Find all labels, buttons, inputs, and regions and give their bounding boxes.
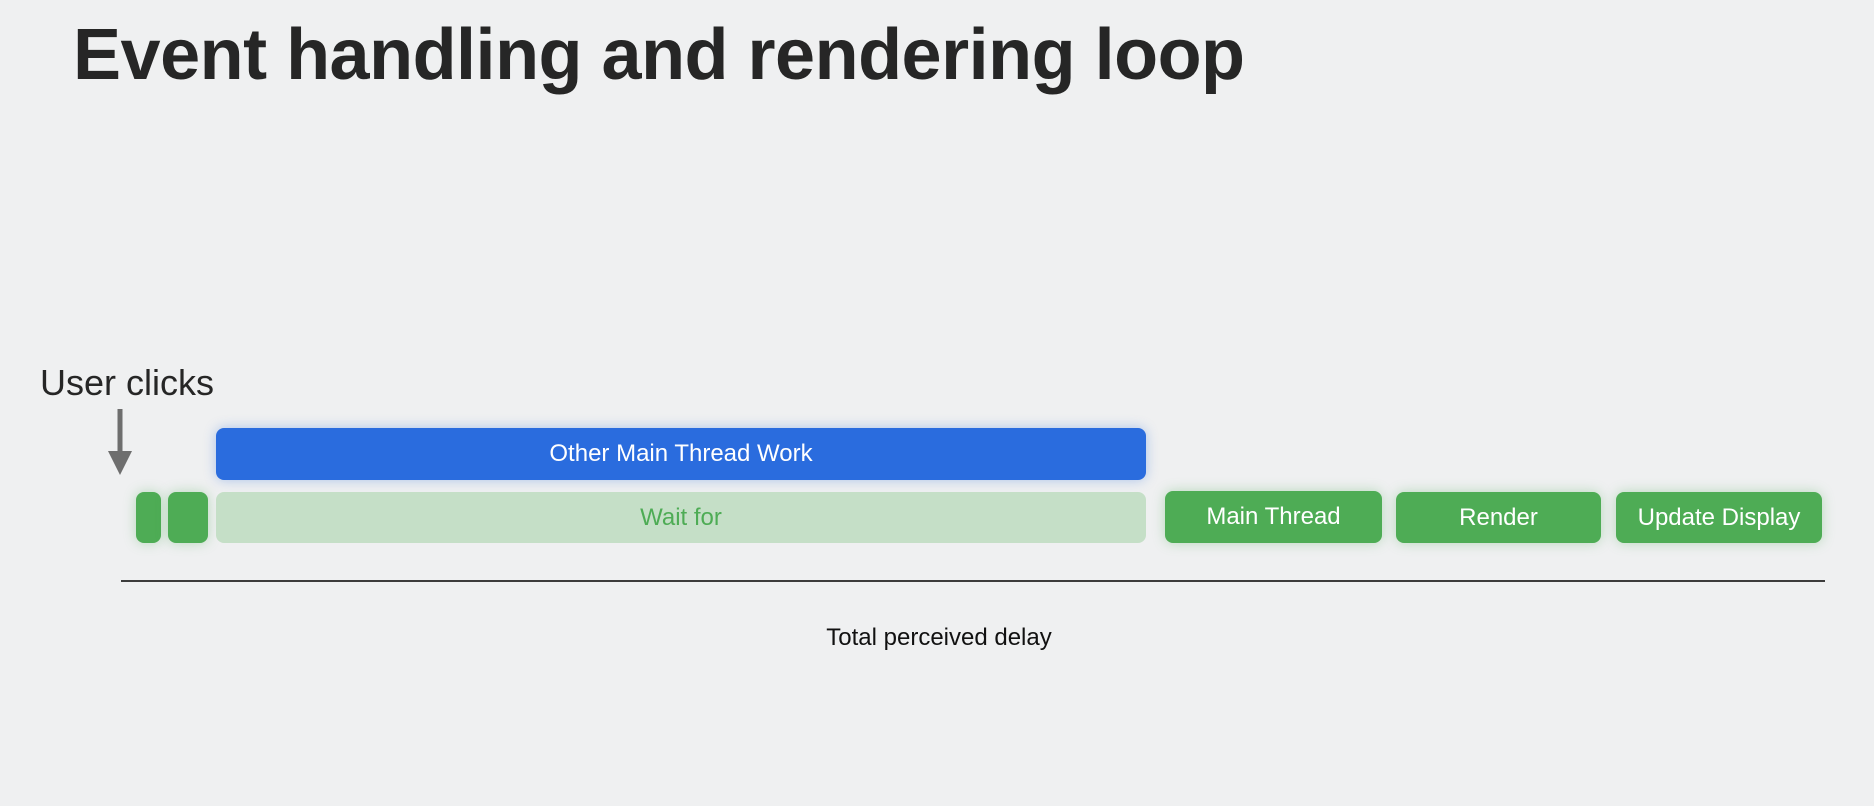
user-clicks-label: User clicks	[40, 362, 215, 403]
wait-for-label: Wait for	[640, 503, 722, 531]
wait-for-block: Wait for	[216, 492, 1146, 543]
main-thread-label: Main Thread	[1206, 503, 1341, 530]
other-main-thread-work-label: Other Main Thread Work	[549, 440, 813, 467]
arrow-down-icon	[108, 409, 132, 475]
update-display-label: Update Display	[1637, 503, 1801, 531]
event-step-block-2	[168, 492, 208, 543]
total-perceived-delay-label: Total perceived delay	[826, 624, 1052, 651]
render-label: Render	[1459, 503, 1538, 531]
other-main-thread-work-block: Other Main Thread Work	[216, 428, 1146, 480]
main-thread-block: Main Thread	[1165, 491, 1382, 543]
render-block: Render	[1396, 492, 1601, 543]
event-step-block-1	[136, 492, 161, 543]
timeline-divider	[121, 580, 1825, 582]
slide-title: Event handling and rendering loop	[73, 15, 1245, 95]
update-display-block: Update Display	[1616, 492, 1822, 543]
